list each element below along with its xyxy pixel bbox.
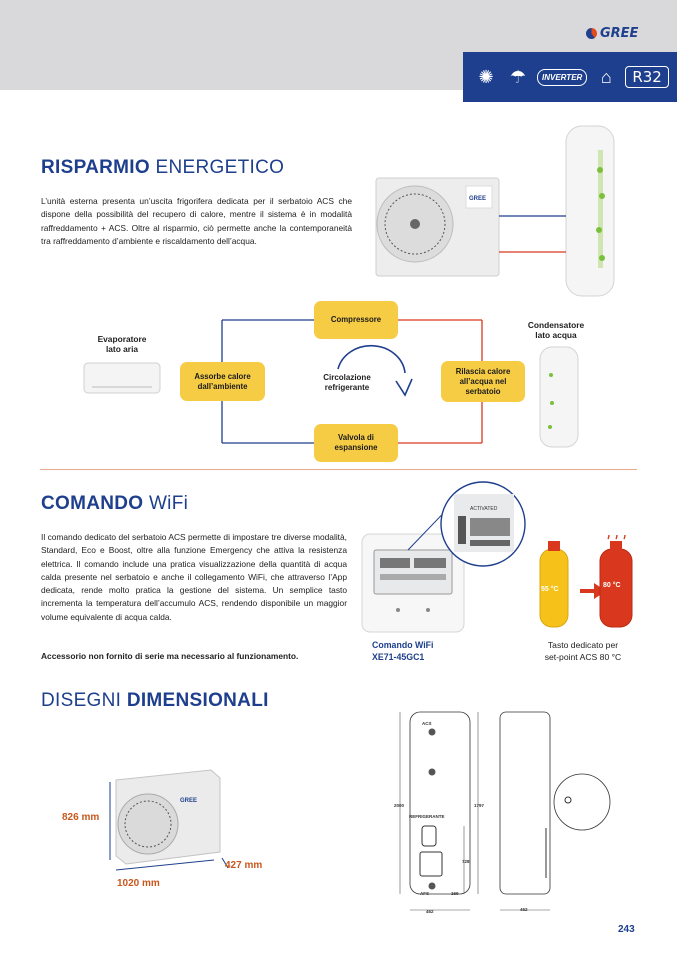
unit-brand: GREE [469,196,486,202]
page-number: 243 [618,924,635,935]
low-height-value: 169 [451,891,459,896]
depth-dimension: 427 mm [225,860,263,871]
tank-image [539,346,579,448]
outdoor-unit-tank-illustration: GREE [375,125,615,297]
wifi-controller-illustration: ACTIVATED [361,481,526,633]
setpoint-illustration [539,535,633,628]
tank-technical-drawing [399,711,611,911]
circulation-label: Circolazione refrigerante [323,373,371,392]
svg-text:ACTIVATED: ACTIVATED [470,506,498,512]
section-title-disegni: DISEGNI DIMENSIONALI [41,690,269,711]
width-dimension: 1020 mm [117,878,160,889]
brand-name: GREE [600,26,639,41]
sun-snowflake-icon: ✺ [478,66,494,87]
releases-heat-box: Rilascia calore all’acqua nel serbatoio [441,361,525,402]
comando-paragraph: Il comando dedicato del serbatoio ACS pe… [41,532,347,622]
expansion-valve-box: Valvola di espansione [314,424,398,462]
height-dimension: 826 mm [62,812,100,823]
total-height-value: 2000 [394,803,405,808]
unit-brand: GREE [180,798,197,804]
evaporator-label: Evaporatore lato aria [97,334,147,354]
divider-1 [40,469,637,470]
mid-height-value: 728 [462,859,470,864]
temp-high-label: 80 °C [603,582,621,589]
r32-icon: R32 [625,66,669,88]
outdoor-unit-dimensions-drawing: GREE [109,769,229,871]
section-title-risparmio: RISPARMIO ENERGETICO [41,157,285,178]
inverter-icon: INVERTER [537,68,588,86]
afs-label: AFS [420,891,429,896]
setpoint-caption: Tasto dedicato per set-point ACS 80 °C [544,640,622,662]
indoor-unit-image [83,362,161,394]
front-width-value: 462 [426,909,434,914]
gree-logo: GREE [586,26,638,41]
inner-height-value: 1797 [474,803,485,808]
wifi-home-icon: ⌂ [600,66,612,87]
refrigerant-cycle-diagram [83,319,579,448]
acs-label: ACS [422,721,432,726]
temp-low-label: 55 °C [541,586,559,593]
controller-caption: Comando WiFi XE71-45GC1 [372,640,434,662]
risparmio-paragraph: L’unità esterna presenta un’uscita frigo… [41,196,352,246]
condenser-label: Condensatore lato acqua [527,320,585,340]
compressor-box: Compressore [314,301,398,339]
accessory-note: Accessorio non fornito di serie ma neces… [41,651,299,661]
feature-icon-band: ✺ ☂ INVERTER ⌂ R32 [463,52,677,102]
refrigerante-label: REFRIGERANTE [409,814,445,819]
absorbs-heat-box: Assorbe calore dall’ambiente [180,362,265,401]
gree-swirl-icon [586,28,597,39]
shower-icon: ☂ [509,66,527,87]
side-width-value: 462 [520,907,528,912]
section-title-comando: COMANDO WiFi [41,493,189,514]
